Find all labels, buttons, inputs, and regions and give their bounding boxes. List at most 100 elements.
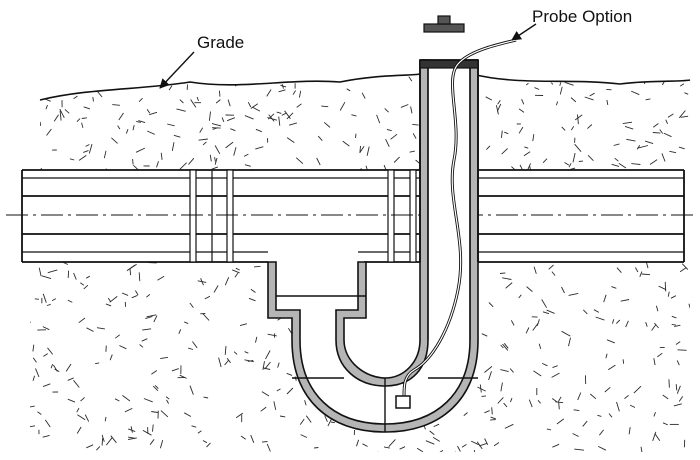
soil-speck [572,433,579,437]
soil-speck [45,98,51,102]
soil-speck [463,412,468,416]
soil-speck [495,105,499,115]
soil-speck [432,437,440,442]
soil-speck [659,129,664,134]
soil-speck [365,318,370,326]
soil-speck [499,272,506,274]
soil-speck [276,111,282,114]
soil-speck [111,137,118,144]
soil-speck [67,299,73,303]
soil-speck [536,319,540,326]
soil-speck [518,126,524,134]
soil-speck [384,108,389,113]
soil-speck [412,133,417,139]
soil-speck [224,277,230,286]
soil-speck [481,333,488,337]
soil-speck [500,130,503,138]
soil-speck [518,294,522,299]
soil-speck [412,286,416,293]
soil-speck [143,398,153,403]
soil-speck [254,78,259,84]
soil-speck [529,166,532,170]
soil-speck [589,92,595,97]
soil-speck [132,124,135,131]
soil-speck [138,97,143,103]
soil-speck [250,288,256,293]
soil-speck [688,303,690,311]
soil-speck [534,87,540,90]
soil-speck [612,319,615,324]
soil-speck [202,313,210,321]
soil-speck [129,263,137,269]
soil-speck [640,446,643,452]
soil-speck [154,384,159,389]
soil-speck [577,392,582,401]
soil-speck [114,398,120,402]
soil-speck [481,395,487,397]
soil-speck [76,118,81,123]
soil-speck [298,90,302,98]
soil-speck [558,396,562,402]
soil-speck [67,398,76,403]
soil-speck [34,298,39,300]
soil-speck [390,133,398,140]
soil-speck [635,267,639,273]
soil-speck [570,97,577,103]
soil-speck [295,157,304,165]
soil-speck [260,406,267,412]
soil-speck [488,302,494,308]
soil-speck [40,121,42,126]
soil-speck [568,337,571,347]
soil-speck [105,79,110,82]
soil-speck [595,316,605,321]
soil-speck [112,104,120,106]
soil-speck [65,363,72,372]
soil-speck [179,162,187,170]
soil-speck [266,443,271,452]
soil-speck [224,359,230,366]
soil-speck [656,80,667,81]
soil-speck [146,294,151,298]
soil-speck [679,83,685,87]
soil-speck [611,286,617,289]
soil-speck [69,158,75,161]
grade-label: Grade [197,33,244,52]
grade-line [39,73,691,101]
soil-speck [564,162,570,166]
soil-speck [239,323,248,327]
probe-option-leader-arrow [511,23,537,41]
soil-speck [85,76,93,85]
soil-speck [84,414,90,422]
soil-speck [73,272,77,280]
soil-speck [213,285,219,293]
soil-speck [433,423,440,428]
soil-speck [278,116,281,126]
soil-speck [189,385,194,395]
soil-speck [542,362,548,367]
soil-speck [160,152,163,160]
soil-speck [644,140,654,145]
soil-speck [104,416,107,422]
soil-speck [149,111,158,116]
soil-speck [524,146,529,149]
soil-speck [119,345,127,350]
soil-speck [42,293,47,303]
soil-speck [628,427,631,435]
soil-speck [43,353,48,357]
soil-speck [654,433,661,442]
soil-speck [101,438,104,446]
soil-speck [321,105,329,108]
soil-speck [387,266,396,271]
soil-speck [286,387,294,395]
soil-speck [324,415,328,422]
soil-speck [208,111,211,121]
soil-speck [304,400,307,406]
soil-speck [684,92,689,95]
soil-speck [255,336,258,343]
soil-speck [359,145,365,153]
soil-speck [365,165,369,170]
soil-speck [618,163,627,169]
soil-speck [412,123,419,126]
soil-speck [500,344,504,349]
trap-joint-lines [292,377,478,432]
